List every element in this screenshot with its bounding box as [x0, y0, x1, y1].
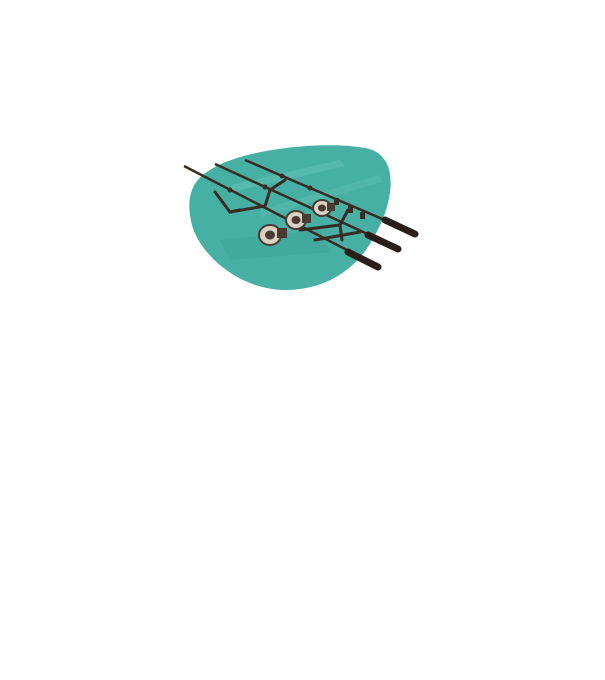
- fishing-rods-graphic: [183, 145, 419, 290]
- fishing-rods-illustration: [170, 140, 430, 300]
- bite-alarm: [334, 198, 365, 219]
- fishing-reel: [285, 210, 311, 230]
- rod-pod: [213, 178, 362, 242]
- fishing-rod: [183, 164, 382, 271]
- fishing-reel: [312, 199, 335, 217]
- fishing-reel: [258, 224, 287, 246]
- fishing-rod: [244, 158, 419, 238]
- fishing-rod: [214, 162, 402, 253]
- blob-highlight: [260, 175, 382, 217]
